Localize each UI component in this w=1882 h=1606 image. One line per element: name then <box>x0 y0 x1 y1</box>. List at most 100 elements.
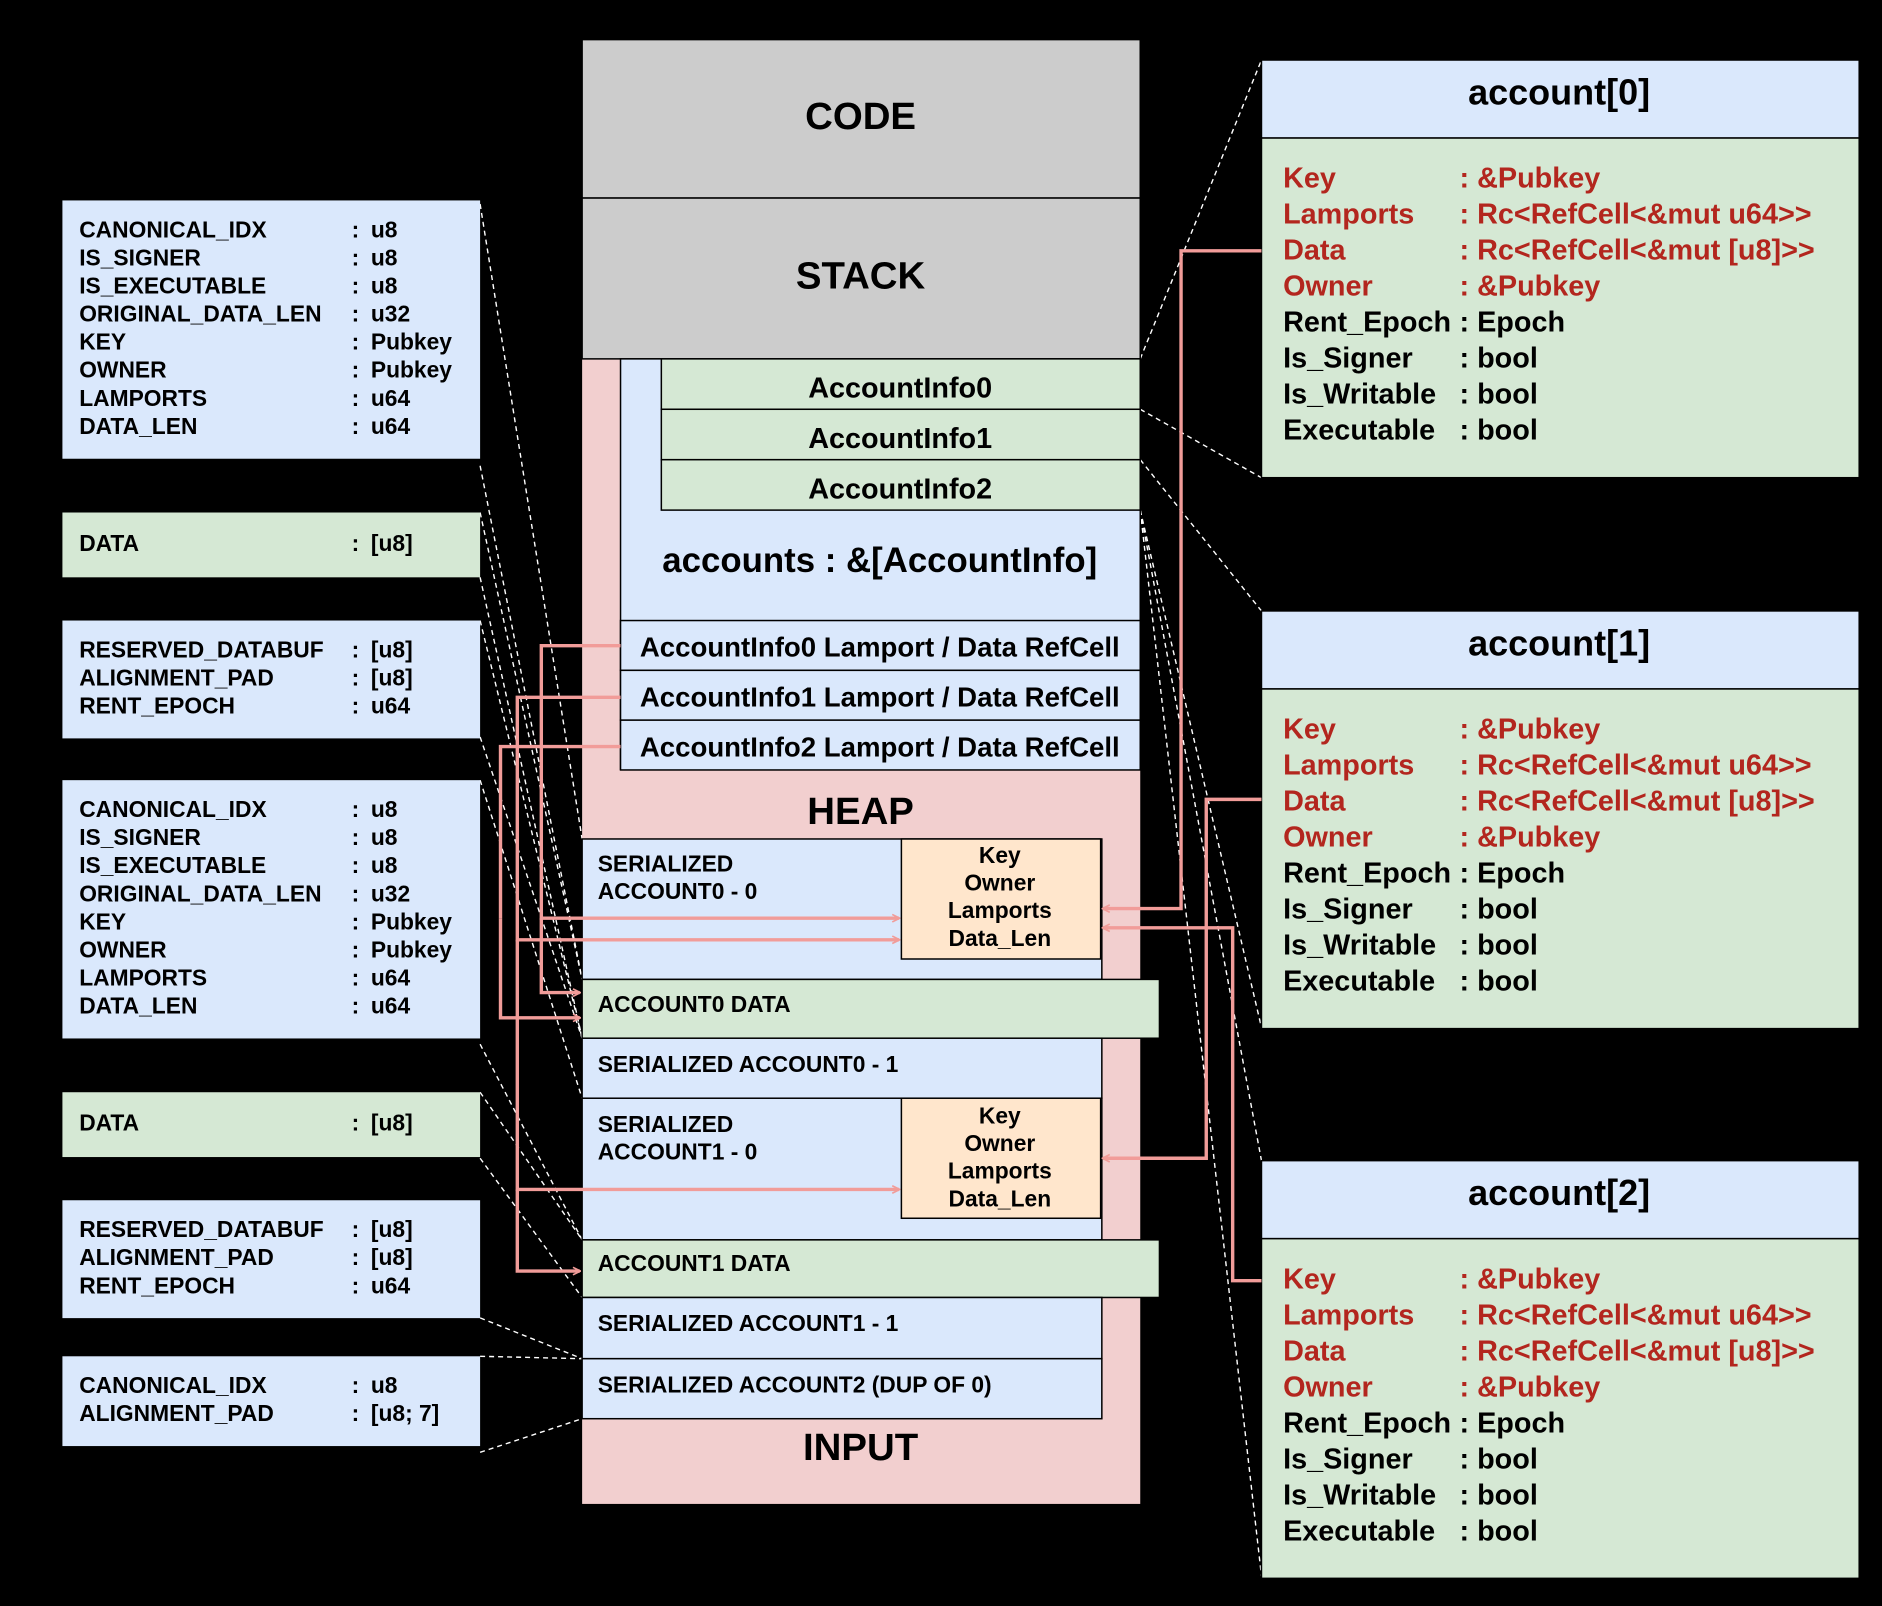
account-field-type: : bool <box>1460 930 1538 962</box>
dashed-connector <box>1139 459 1263 612</box>
account-info-1 <box>660 408 1141 461</box>
field-type: u32 <box>371 880 410 906</box>
serialized-account0-0-label: ACCOUNT0 - 0 <box>598 878 758 904</box>
field-type: Pubkey <box>371 908 452 934</box>
field-name: ALIGNMENT_PAD <box>79 1400 274 1426</box>
field-separator: : <box>352 413 360 439</box>
dashed-connector <box>1139 509 1263 1161</box>
account-field-name: Executable <box>1283 415 1435 447</box>
account1-header-field: Data_Len <box>949 1185 1052 1211</box>
account-field-type: : &Pubkey <box>1460 1263 1601 1295</box>
account-field-type: : &Pubkey <box>1460 714 1601 746</box>
field-name: KEY <box>79 908 126 934</box>
account-field-name: Is_Writable <box>1283 930 1436 962</box>
field-name: RESERVED_DATABUF <box>79 1216 324 1242</box>
account-field-type: : bool <box>1460 343 1538 375</box>
field-name: IS_EXECUTABLE <box>79 852 266 878</box>
account-card-title-0: account[0] <box>1468 71 1650 112</box>
serialized-account2-label: SERIALIZED ACCOUNT2 (DUP OF 0) <box>598 1371 992 1397</box>
account-card-body-2 <box>1260 1237 1860 1580</box>
account0-header-field: Data_Len <box>949 925 1052 951</box>
field-type: u32 <box>371 301 410 327</box>
account-info-label-0: AccountInfo0 <box>808 373 992 405</box>
account-field-type: : bool <box>1460 1515 1538 1547</box>
field-separator: : <box>352 530 360 556</box>
account-field-type: : &Pubkey <box>1460 1371 1601 1403</box>
account-field-type: : Rc<RefCell<&mut u64>> <box>1460 199 1812 231</box>
field-separator: : <box>352 1372 360 1398</box>
dashed-connector <box>479 1091 583 1241</box>
account-field-type: : bool <box>1460 415 1538 447</box>
field-separator: : <box>352 796 360 822</box>
field-separator: : <box>352 301 360 327</box>
field-name: DATA_LEN <box>79 413 197 439</box>
account-info-2 <box>660 458 1141 511</box>
account0-header-field: Owner <box>964 870 1035 896</box>
account-field-name: Owner <box>1283 1371 1373 1403</box>
account-card-title-bg-2 <box>1260 1159 1860 1240</box>
account-field-name: Is_Writable <box>1283 1479 1436 1511</box>
dashed-connector <box>479 577 583 1039</box>
field-separator: : <box>352 244 360 270</box>
field-separator: : <box>352 357 360 383</box>
field-name: ALIGNMENT_PAD <box>79 664 274 690</box>
field-name: IS_EXECUTABLE <box>79 272 266 298</box>
layout-panel-1 <box>62 512 481 578</box>
serialized-layout-panels: CANONICAL_IDX:u8IS_SIGNER:u8IS_EXECUTABL… <box>62 200 481 1447</box>
field-name: OWNER <box>79 936 166 962</box>
field-name: ORIGINAL_DATA_LEN <box>79 880 321 906</box>
field-separator: : <box>352 993 360 1019</box>
code-label: CODE <box>805 95 916 138</box>
account-card-title-bg-0 <box>1260 59 1860 139</box>
field-name: CANONICAL_IDX <box>79 1372 266 1398</box>
account0-data <box>581 978 1161 1039</box>
heap-label: HEAP <box>807 790 914 833</box>
dashed-connector <box>479 620 583 1039</box>
dashed-connector <box>479 1043 583 1241</box>
field-name: OWNER <box>79 357 166 383</box>
field-type: u64 <box>371 693 411 719</box>
serialized-account1-1-label: SERIALIZED ACCOUNT1 - 1 <box>598 1310 899 1336</box>
pointer-arrow <box>515 695 899 939</box>
account-field-type: : Epoch <box>1460 1407 1566 1439</box>
account-field-name: Key <box>1283 1263 1336 1295</box>
account-field-name: Data <box>1283 786 1346 818</box>
refcell-label-2: AccountInfo2 Lamport / Data RefCell <box>640 731 1120 762</box>
account-field-type: : Rc<RefCell<&mut [u8]>> <box>1460 235 1815 267</box>
pointer-arrow <box>515 1189 579 1271</box>
field-type: Pubkey <box>371 936 452 962</box>
account-field-name: Lamports <box>1283 199 1414 231</box>
refcell-0 <box>619 619 1141 672</box>
account-field-name: Is_Signer <box>1283 343 1413 375</box>
field-name: RENT_EPOCH <box>79 693 235 719</box>
stack-label: STACK <box>796 255 926 298</box>
field-separator: : <box>352 1216 360 1242</box>
account-info-label-1: AccountInfo1 <box>808 423 992 455</box>
layout-panel-0 <box>62 200 481 459</box>
field-name: DATA_LEN <box>79 993 197 1019</box>
field-type: u8 <box>371 216 398 242</box>
dashed-connector <box>1139 59 1263 360</box>
account-field-name: Data <box>1283 1335 1346 1367</box>
account0-header-fields <box>900 838 1102 960</box>
field-name: DATA <box>79 1110 139 1136</box>
account-field-type: : Rc<RefCell<&mut [u8]>> <box>1460 786 1815 818</box>
field-type: Pubkey <box>371 357 452 383</box>
field-type: [u8] <box>371 1216 413 1242</box>
field-separator: : <box>352 636 360 662</box>
account-field-name: Owner <box>1283 271 1373 303</box>
field-type: Pubkey <box>371 329 452 355</box>
account-field-type: : Epoch <box>1460 858 1566 890</box>
pointer-arrow <box>1103 928 1262 1283</box>
dashed-connector <box>479 779 583 1099</box>
field-separator: : <box>352 693 360 719</box>
dashed-connector <box>1139 510 1263 1577</box>
field-name: RENT_EPOCH <box>79 1272 235 1298</box>
field-separator: : <box>352 329 360 355</box>
account-field-name: Lamports <box>1283 1299 1414 1331</box>
field-separator: : <box>352 824 360 850</box>
serialized-account1-1 <box>581 1296 1103 1360</box>
account-info-0 <box>660 358 1141 411</box>
account-field-type: : bool <box>1460 966 1538 998</box>
